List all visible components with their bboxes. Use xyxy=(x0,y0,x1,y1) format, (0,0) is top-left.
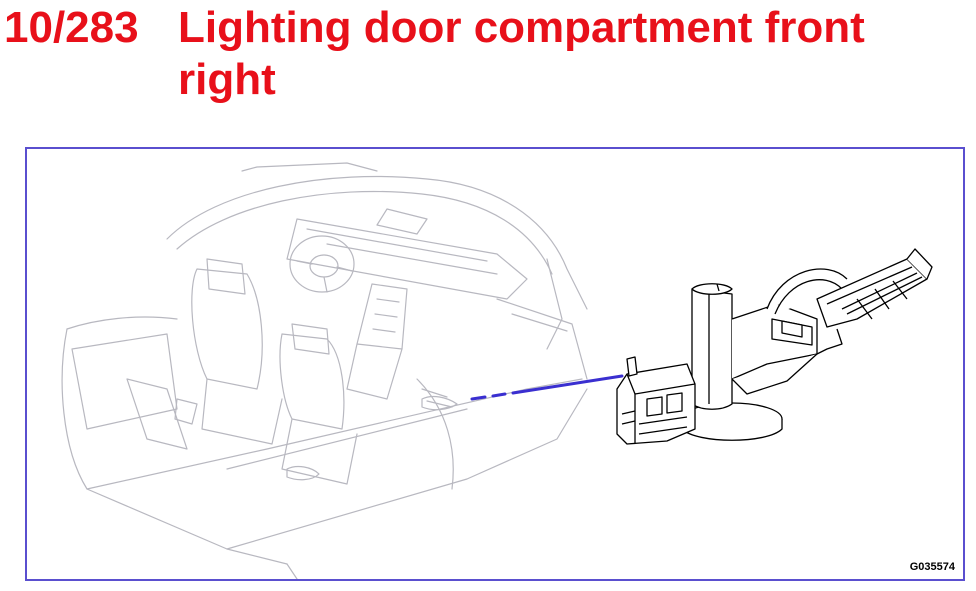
pointer-leader-icon xyxy=(470,374,624,401)
diagram-code: 10/283 xyxy=(4,3,139,52)
diagram-title: Lighting door compartment front right xyxy=(178,3,865,104)
door-light-connector-icon xyxy=(616,248,933,445)
car-interior-drawing-icon xyxy=(61,162,588,579)
header: 10/283 Lighting door compartment front r… xyxy=(0,0,976,140)
figure-id: G035574 xyxy=(909,561,955,573)
diagram-frame: G035574 xyxy=(25,147,965,581)
diagram-canvas xyxy=(61,162,933,579)
